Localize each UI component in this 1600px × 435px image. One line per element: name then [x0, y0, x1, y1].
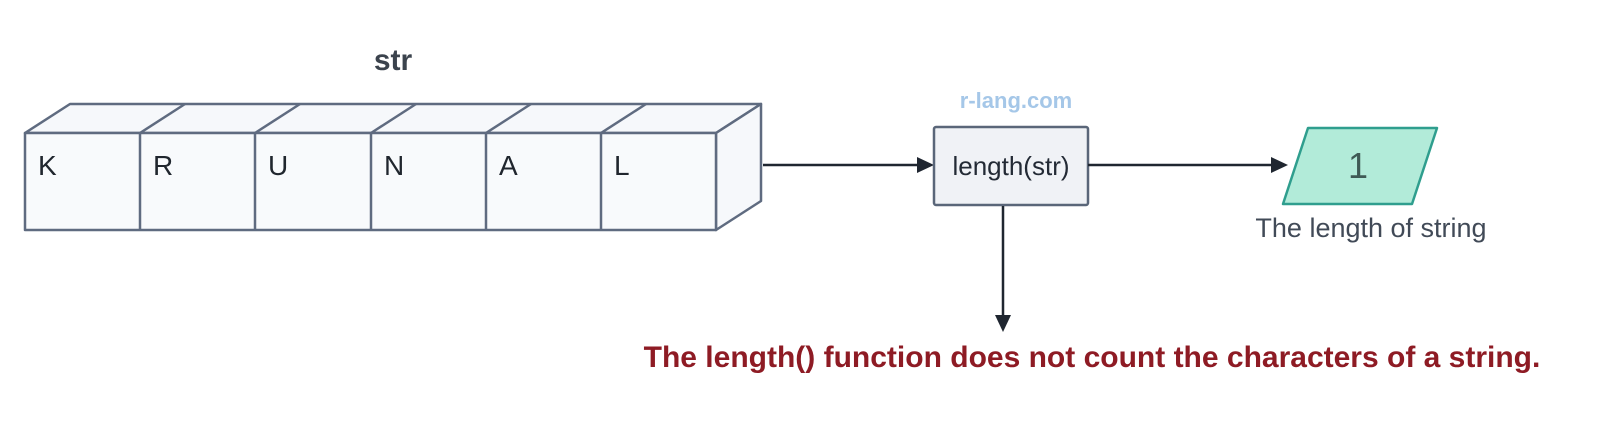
- string-cell-letter: R: [153, 150, 174, 181]
- string-cell-letter: A: [499, 150, 518, 181]
- string-cell-letter: L: [614, 150, 630, 181]
- top-divider: [370, 102, 417, 135]
- result-parallelogram: [1281, 126, 1439, 206]
- top-divider: [254, 102, 301, 135]
- arrowhead-down-icon: [995, 315, 1011, 332]
- string-variable-label: str: [373, 44, 413, 77]
- string-cell-letter: N: [384, 150, 405, 181]
- function-box-label: length(str): [952, 150, 1070, 181]
- top-divider: [600, 102, 647, 135]
- arrow-function-to-note: [995, 206, 1011, 332]
- top-divider: [139, 102, 186, 135]
- string-cell-letter: K: [38, 150, 57, 181]
- watermark-text: r-lang.com: [959, 88, 1073, 113]
- result-caption: The length of string: [1255, 213, 1487, 243]
- arrow-block-to-function: [763, 157, 934, 173]
- top-divider: [485, 102, 532, 135]
- arrow-function-to-result: [1088, 157, 1288, 173]
- arrowhead-right-icon: [1271, 157, 1288, 173]
- note-text: The length() function does not count the…: [643, 341, 1541, 374]
- string-block-3d: [23, 102, 763, 232]
- arrowhead-right-icon: [917, 157, 934, 173]
- string-cell-letter: U: [268, 150, 289, 181]
- result-value: 1: [1347, 145, 1369, 186]
